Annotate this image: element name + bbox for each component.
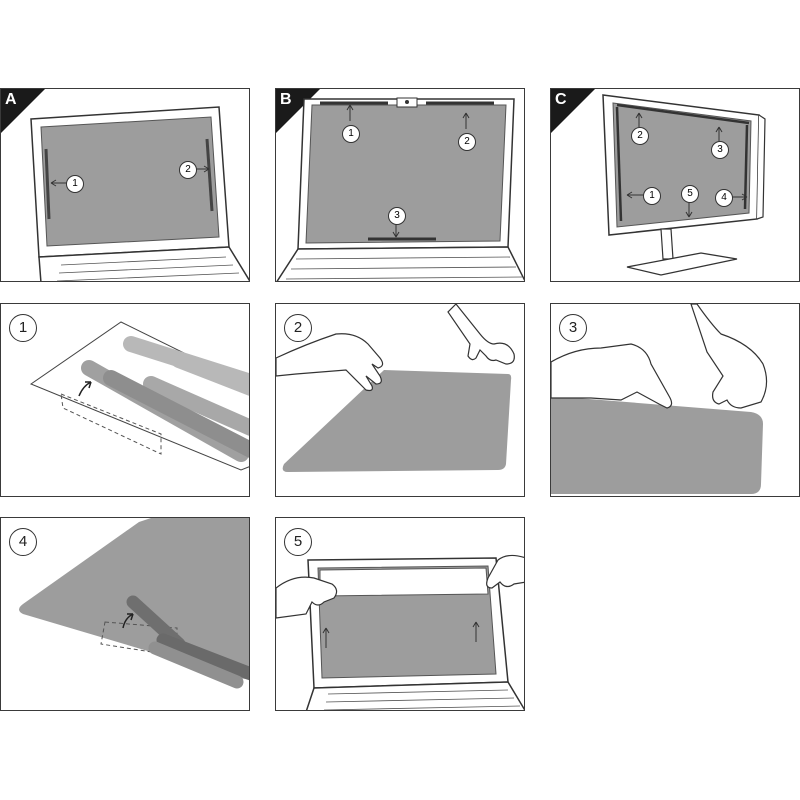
step-badge-1: 1	[9, 314, 37, 342]
marker-c-3: 3	[711, 141, 729, 159]
marker-a-2: 2	[179, 161, 197, 179]
panel-step-3-position-filter: 3	[550, 303, 800, 497]
panel-step-5-mount-filter: 5	[275, 517, 525, 711]
marker-b-1: 1	[342, 125, 360, 143]
marker-b-2: 2	[458, 133, 476, 151]
hand-illustration	[276, 304, 515, 472]
step-badge-5: 5	[284, 528, 312, 556]
panel-a-laptop-adhesive-sides: A 1 2	[0, 88, 250, 282]
step-badge-3: 3	[559, 314, 587, 342]
step-badge-2: 2	[284, 314, 312, 342]
marker-a-1: 1	[66, 175, 84, 193]
marker-c-5: 5	[681, 185, 699, 203]
adhesive-sheet-illustration	[19, 518, 249, 689]
laptop-illustration	[276, 97, 524, 281]
panel-step-4-remove-strip: 4	[0, 517, 250, 711]
panel-step-1-peel-strips: 1	[0, 303, 250, 497]
laptop-illustration	[276, 554, 524, 710]
monitor-illustration	[602, 94, 766, 276]
marker-c-2: 2	[631, 127, 649, 145]
laptop-illustration	[30, 106, 249, 281]
panel-step-2-hold-filter: 2	[275, 303, 525, 497]
marker-c-4: 4	[715, 189, 733, 207]
panel-tag-c: C	[551, 89, 595, 133]
adhesive-sheet-illustration	[29, 321, 249, 471]
panel-tag-a: A	[1, 89, 45, 133]
marker-b-3: 3	[388, 207, 406, 225]
hand-illustration	[551, 304, 768, 494]
panel-c-monitor-adhesive: C 1 2 3 4 5	[550, 88, 800, 282]
marker-c-1: 1	[643, 187, 661, 205]
panel-b-laptop-adhesive-top-bottom: B 1 2 3	[275, 88, 525, 282]
step-badge-4: 4	[9, 528, 37, 556]
